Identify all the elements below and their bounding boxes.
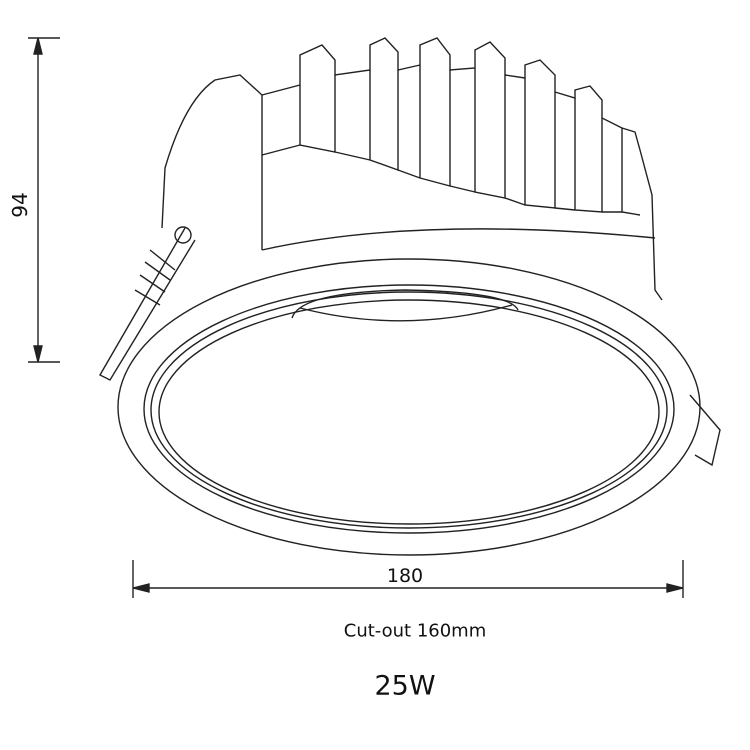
cutout-label: Cut-out 160mm (343, 620, 487, 642)
height-dimension-line (28, 37, 60, 363)
height-dimension-label: 94 (8, 192, 32, 218)
power-label: 25W (374, 670, 436, 702)
spring-clip-left (99, 226, 196, 381)
width-dimension-line (132, 560, 684, 598)
trim-ring (117, 258, 701, 556)
spring-clip-right (689, 394, 721, 467)
housing (161, 37, 663, 301)
width-dimension-label: 180 (386, 565, 424, 587)
